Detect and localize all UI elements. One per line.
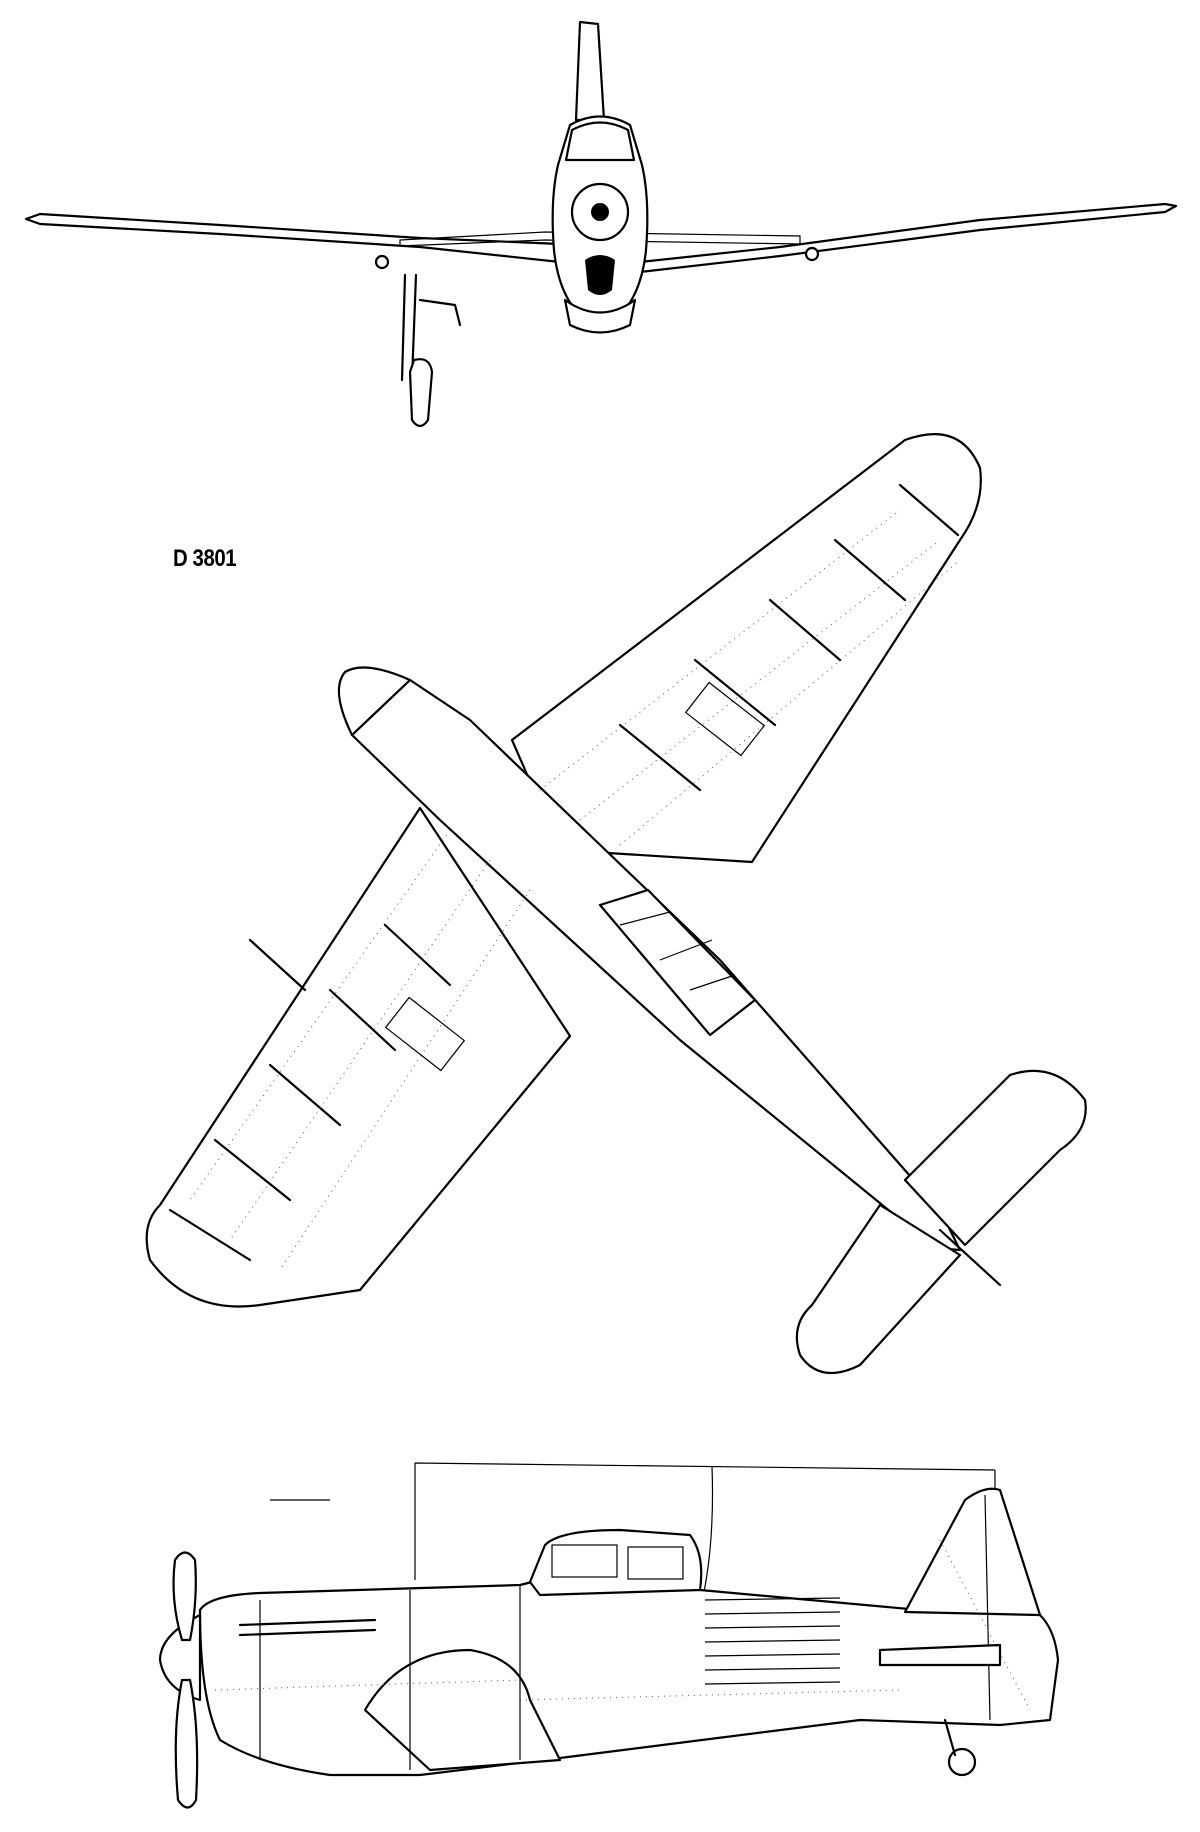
front-view-right-gun-port	[804, 246, 820, 262]
side-view-tail-wheel	[947, 1747, 977, 1777]
side-view-radiator-louvres	[704, 1597, 841, 1685]
side-view-propeller-lower-blade	[174, 1678, 199, 1809]
top-view-pitot	[248, 938, 307, 992]
top-view-spinner	[337, 666, 412, 737]
front-view-landing-gear-wheel	[408, 358, 434, 428]
side-view-propeller-upper-blade	[172, 1551, 197, 1642]
front-view-left-wing	[24, 212, 562, 264]
front-view-chin-scoop	[563, 298, 637, 334]
side-view-fin	[903, 1487, 1042, 1617]
top-view-right-wing	[510, 433, 982, 864]
side-view-canopy-frame-front	[551, 1544, 618, 1578]
side-view-tailplane	[878, 1643, 1002, 1667]
front-view	[24, 20, 1178, 428]
front-view-landing-gear-leg	[400, 273, 462, 382]
top-view-wing-hatch-left	[384, 996, 466, 1072]
side-view-canopy-frame-rear	[627, 1546, 684, 1580]
aircraft-designation-label: D 3801	[173, 545, 237, 572]
top-view-canopy	[598, 888, 757, 1037]
front-view-canopy	[564, 121, 636, 162]
front-view-radiator	[585, 255, 615, 295]
top-view-right-tailplane	[903, 1069, 1087, 1247]
top-view-left-wing	[145, 806, 572, 1308]
side-view	[158, 1462, 1060, 1809]
front-view-right-wing	[638, 202, 1178, 274]
front-view-fin	[574, 20, 606, 122]
top-view	[145, 433, 1087, 1375]
front-view-left-gun-port	[374, 254, 390, 270]
side-view-wing	[363, 1648, 562, 1772]
front-view-spinner-hub	[591, 203, 609, 221]
top-view-wing-hatch-right	[684, 681, 766, 757]
top-view-left-tailplane	[795, 1203, 962, 1375]
side-view-canopy	[528, 1528, 703, 1597]
side-view-antenna-wire	[414, 1462, 996, 1580]
top-view-rudder-tip	[938, 1228, 1002, 1287]
side-view-exhaust-stacks	[238, 1618, 377, 1637]
front-view-tailplane	[399, 231, 801, 247]
